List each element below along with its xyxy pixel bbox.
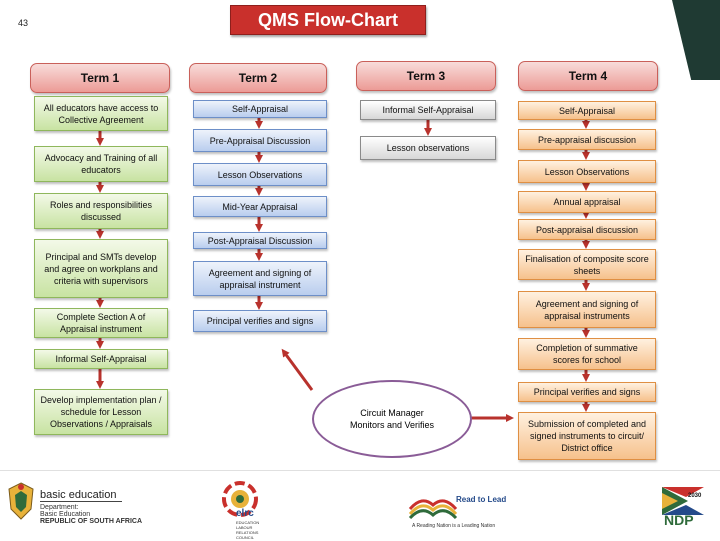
term4-step-9: Principal verifies and signs	[518, 382, 656, 402]
term4-step-4: Annual appraisal	[518, 191, 656, 213]
read-to-lead-title: Read to Lead	[456, 495, 507, 504]
term4-step-1: Self-Appraisal	[518, 101, 656, 120]
coat-of-arms-icon	[8, 482, 34, 520]
term1-step-2: Advocacy and Training of all educators	[34, 146, 168, 182]
ndp-name: NDP	[664, 512, 694, 528]
corner-decoration	[672, 0, 720, 80]
circuit-manager-line2: Monitors and Verifies	[349, 420, 435, 430]
elrc-name: elrc	[236, 508, 254, 519]
term2-step-5: Post-Appraisal Discussion	[193, 232, 327, 249]
circuit-manager-ellipse: Circuit Manager Monitors and Verifies	[312, 380, 472, 458]
term4-step-3: Lesson Observations	[518, 160, 656, 183]
term2-step-1: Self-Appraisal	[193, 100, 327, 118]
elrc-sub: EDUCATION LABOUR RELATIONS COUNCIL	[236, 520, 260, 540]
dbe-sub2: Basic Education	[40, 511, 91, 518]
term1-step-6: Informal Self-Appraisal	[34, 349, 168, 369]
term2-step-4: Mid-Year Appraisal	[193, 196, 327, 217]
term3-step-2: Lesson observations	[360, 136, 496, 160]
dbe-sub1: Department:	[40, 504, 79, 511]
term4-step-5: Post-appraisal discussion	[518, 219, 656, 240]
term1-step-1: All educators have access to Collective …	[34, 96, 168, 131]
term4-step-8: Completion of summative scores for schoo…	[518, 338, 656, 370]
term-4-heading: Term 4	[518, 61, 658, 91]
term-1-heading: Term 1	[30, 63, 170, 93]
page-number: 43	[18, 18, 29, 28]
term2-step-6: Agreement and signing of appraisal instr…	[193, 261, 327, 296]
footer: basic education Department: Basic Educat…	[0, 470, 720, 541]
dbe-name: basic education	[40, 489, 117, 501]
term2-step-3: Lesson Observations	[193, 163, 327, 186]
term3-step-1: Informal Self-Appraisal	[360, 100, 496, 120]
ndp-flag-icon	[662, 487, 704, 515]
ndp-year: 2030	[688, 493, 702, 499]
term4-step-6: Finalisation of composite score sheets	[518, 249, 656, 280]
term4-step-10: Submission of completed and signed instr…	[518, 412, 656, 460]
dbe-divider	[40, 501, 122, 502]
term1-step-5: Complete Section A of Appraisal instrume…	[34, 308, 168, 338]
elrc-logo-icon	[222, 481, 258, 517]
flow-arrows	[96, 118, 590, 422]
circuit-manager-line1: Circuit Manager	[360, 408, 424, 418]
term4-step-7: Agreement and signing of appraisal instr…	[518, 291, 656, 328]
read-to-lead-tagline: A Reading Nation is a Leading Nation	[412, 523, 496, 529]
read-to-lead-book-icon	[408, 499, 458, 519]
dbe-sub3: REPUBLIC OF SOUTH AFRICA	[40, 518, 143, 525]
term-3-heading: Term 3	[356, 61, 496, 91]
term2-step-2: Pre-Appraisal Discussion	[193, 129, 327, 152]
page-title: QMS Flow-Chart	[230, 5, 426, 35]
term1-step-3: Roles and responsibilities discussed	[34, 193, 168, 229]
term1-step-7: Develop implementation plan / schedule f…	[34, 389, 168, 435]
term2-step-7: Principal verifies and signs	[193, 310, 327, 332]
slide: 43 QMS Flow-Chart Term 1 Term 2 Term 3 T…	[18, 5, 658, 460]
term4-step-2: Pre-appraisal discussion	[518, 129, 656, 150]
term1-step-4: Principal and SMTs develop and agree on …	[34, 239, 168, 298]
term-2-heading: Term 2	[189, 63, 327, 93]
